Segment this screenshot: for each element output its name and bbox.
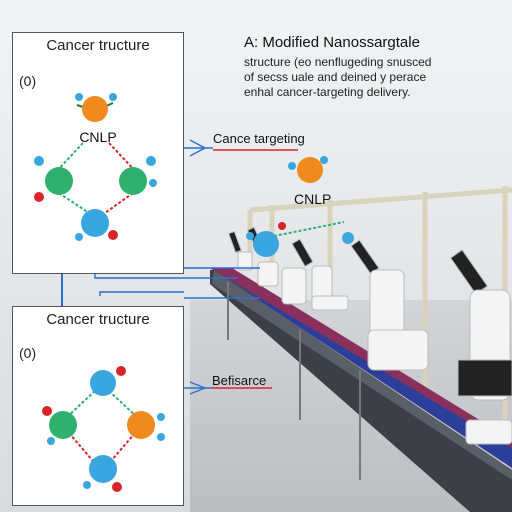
bench [210, 268, 512, 512]
cnlp-callout-label: CNLP [294, 191, 332, 207]
cancer-structure-panel-bottom: Cancer tructure (0) [12, 306, 184, 506]
panel-title: Cancer tructure [46, 311, 150, 328]
cancer-targeting-label: Cance targeting [213, 131, 305, 146]
panel-mark: (0) [19, 345, 37, 361]
cancer-structure-panel-top: Cancer tructure (0) CNLP [12, 32, 184, 274]
header-description: structure (eo nenflugeding snusced of se… [244, 55, 512, 100]
molecule-network-top [34, 93, 157, 241]
header-title: A: Modified Nanossargtale [244, 34, 420, 51]
cnlp-label: CNLP [79, 129, 117, 145]
header: A: Modified Nanossargtale structure (eo … [244, 34, 512, 100]
panel-mark: (0) [19, 73, 37, 89]
befisarce-label: Befisarce [212, 373, 267, 388]
microscope [228, 226, 512, 445]
callout-arrows [189, 139, 207, 395]
header-line: enhal cancer-targeting delivery. [244, 85, 411, 99]
molecule-network-bottom [42, 366, 165, 492]
panel-title: Cancer tructure [46, 37, 150, 54]
header-line: of secss uale and deined y perace [244, 70, 427, 84]
header-line: structure (eo nenflugeding snusced [244, 55, 432, 69]
